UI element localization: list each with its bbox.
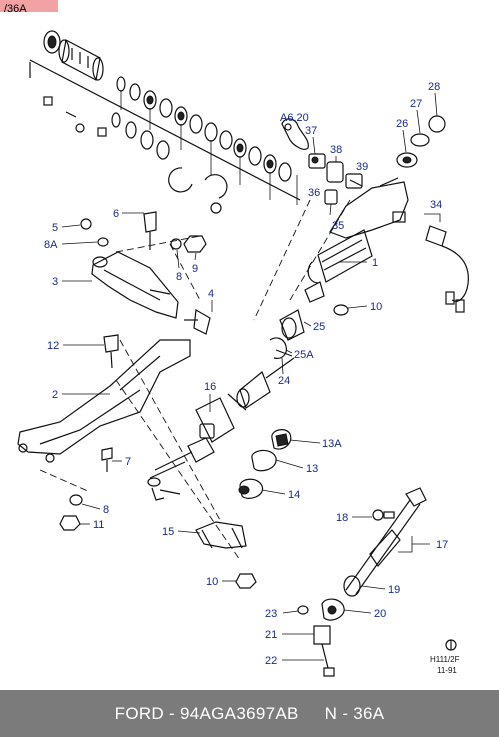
mounting-brackets — [17, 211, 241, 561]
callout-20: 20 — [374, 608, 386, 620]
drawing-ref-line2: 11-91 — [437, 666, 457, 675]
callout-12: 12 — [47, 340, 59, 352]
callout-18: 18 — [336, 512, 348, 524]
valve-housing-parts — [281, 115, 446, 205]
callout-25: 25 — [313, 321, 325, 333]
callout-17: 17 — [436, 539, 448, 551]
page-reference: N - 36A — [324, 703, 385, 723]
callout-4: 4 — [208, 288, 214, 300]
callout-26: 26 — [396, 118, 408, 130]
callout-27: 27 — [410, 98, 422, 110]
callout-34: 34 — [430, 199, 442, 211]
callout-24: 24 — [278, 375, 290, 387]
callout-7: 7 — [125, 456, 131, 468]
callout-22: 22 — [265, 655, 277, 667]
callout-labels: 28 27 26 A6.20 37 38 39 36 35 34 6 5 8A … — [44, 81, 448, 667]
callout-39: 39 — [356, 161, 368, 173]
steering-rack — [147, 177, 469, 501]
callout-13: 13 — [306, 463, 318, 475]
callout-38: 38 — [330, 144, 342, 156]
callout-35: 35 — [332, 220, 344, 232]
corner-label: /36A — [4, 3, 27, 15]
callout-11: 11 — [93, 519, 104, 531]
drawing-reference: H111/2F 11-91 — [430, 639, 460, 675]
callout-21: 21 — [265, 629, 277, 641]
footer-bar: FORD - 94AGA3697AB N - 36A — [0, 690, 499, 737]
callout-16: 16 — [204, 381, 216, 393]
callout-3: 3 — [52, 276, 58, 288]
callout-8-bot: 8 — [103, 504, 109, 516]
callout-15: 15 — [162, 526, 174, 538]
callout-25a: 25A — [294, 349, 314, 361]
exploded-parts-diagram: H111/2F 11-91 28 27 26 A6.20 37 38 39 36… — [17, 30, 469, 677]
callout-13a: 13A — [322, 438, 342, 450]
tie-rod-assembly — [297, 487, 427, 677]
callout-5: 5 — [52, 222, 58, 234]
callout-37: 37 — [305, 125, 317, 137]
callout-28: 28 — [428, 81, 440, 93]
callout-1: 1 — [372, 257, 378, 269]
valve-assembly-parts — [29, 30, 301, 214]
callout-6: 6 — [113, 208, 119, 220]
part-number: FORD - 94AGA3697AB — [114, 703, 299, 723]
callout-2: 2 — [52, 389, 58, 401]
callout-36: 36 — [308, 187, 320, 199]
callout-14: 14 — [288, 489, 300, 501]
corner-tab — [0, 0, 58, 12]
callout-9: 9 — [192, 263, 198, 275]
callout-23: 23 — [265, 608, 277, 620]
bushings-and-clamp — [195, 429, 292, 589]
drawing-ref-line1: H111/2F — [430, 655, 460, 664]
callout-8a: 8A — [44, 239, 58, 251]
callout-19: 19 — [388, 584, 400, 596]
callout-10-bot: 10 — [206, 576, 218, 588]
callout-10-top: 10 — [370, 301, 382, 313]
callout-8-top: 8 — [176, 271, 182, 283]
callout-a620: A6.20 — [280, 112, 309, 124]
